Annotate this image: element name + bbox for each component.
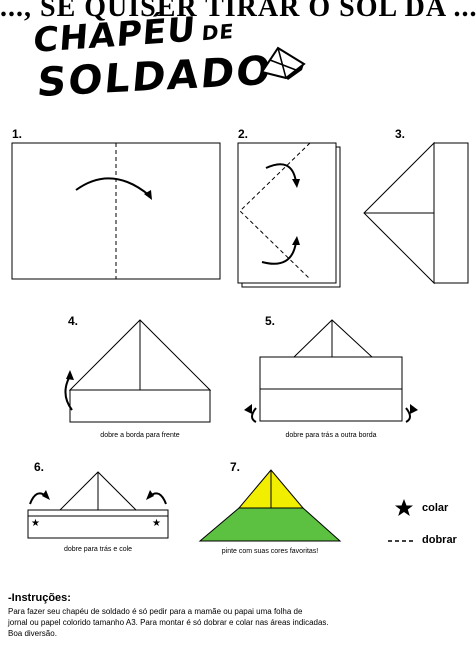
step-5-number: 5.: [265, 314, 276, 328]
step-1-number: 1.: [12, 127, 23, 141]
glue-star-icon-left: ★: [31, 518, 40, 529]
glue-star-icon-right: ★: [152, 518, 161, 529]
instructions-line-1: Para fazer seu chapéu de soldado é só pe…: [8, 607, 303, 616]
step-5-caption: dobre para trás a outra borda: [285, 432, 377, 439]
instructions-title: -Instruções:: [8, 592, 71, 604]
step-6-number: 6.: [34, 460, 45, 474]
step-7-caption: pinte com suas cores favoritas!: [221, 548, 319, 555]
instructions-line-3: Boa diversão.: [8, 629, 57, 638]
step-4-caption: dobre a borda para frente: [100, 432, 180, 439]
step-4-number: 4.: [68, 314, 79, 328]
soldier-hat-icon: [260, 46, 306, 80]
top-banner-text: ..., SE QUISER TIRAR O SOL DA ...: [0, 0, 476, 23]
step-3-number: 3.: [395, 127, 406, 141]
legend-fold-label: dobrar: [422, 534, 457, 546]
step-2-number: 2.: [238, 127, 249, 141]
legend-glue-label: colar: [422, 502, 449, 514]
legend-dashed-icon: [388, 540, 416, 542]
instructions-line-2: jornal ou papel colorido tamanho A3. Par…: [8, 618, 329, 627]
step-6-caption: dobre para trás e cole: [63, 546, 133, 553]
step-7-number: 7.: [230, 460, 241, 474]
legend-star-icon: [395, 499, 413, 516]
